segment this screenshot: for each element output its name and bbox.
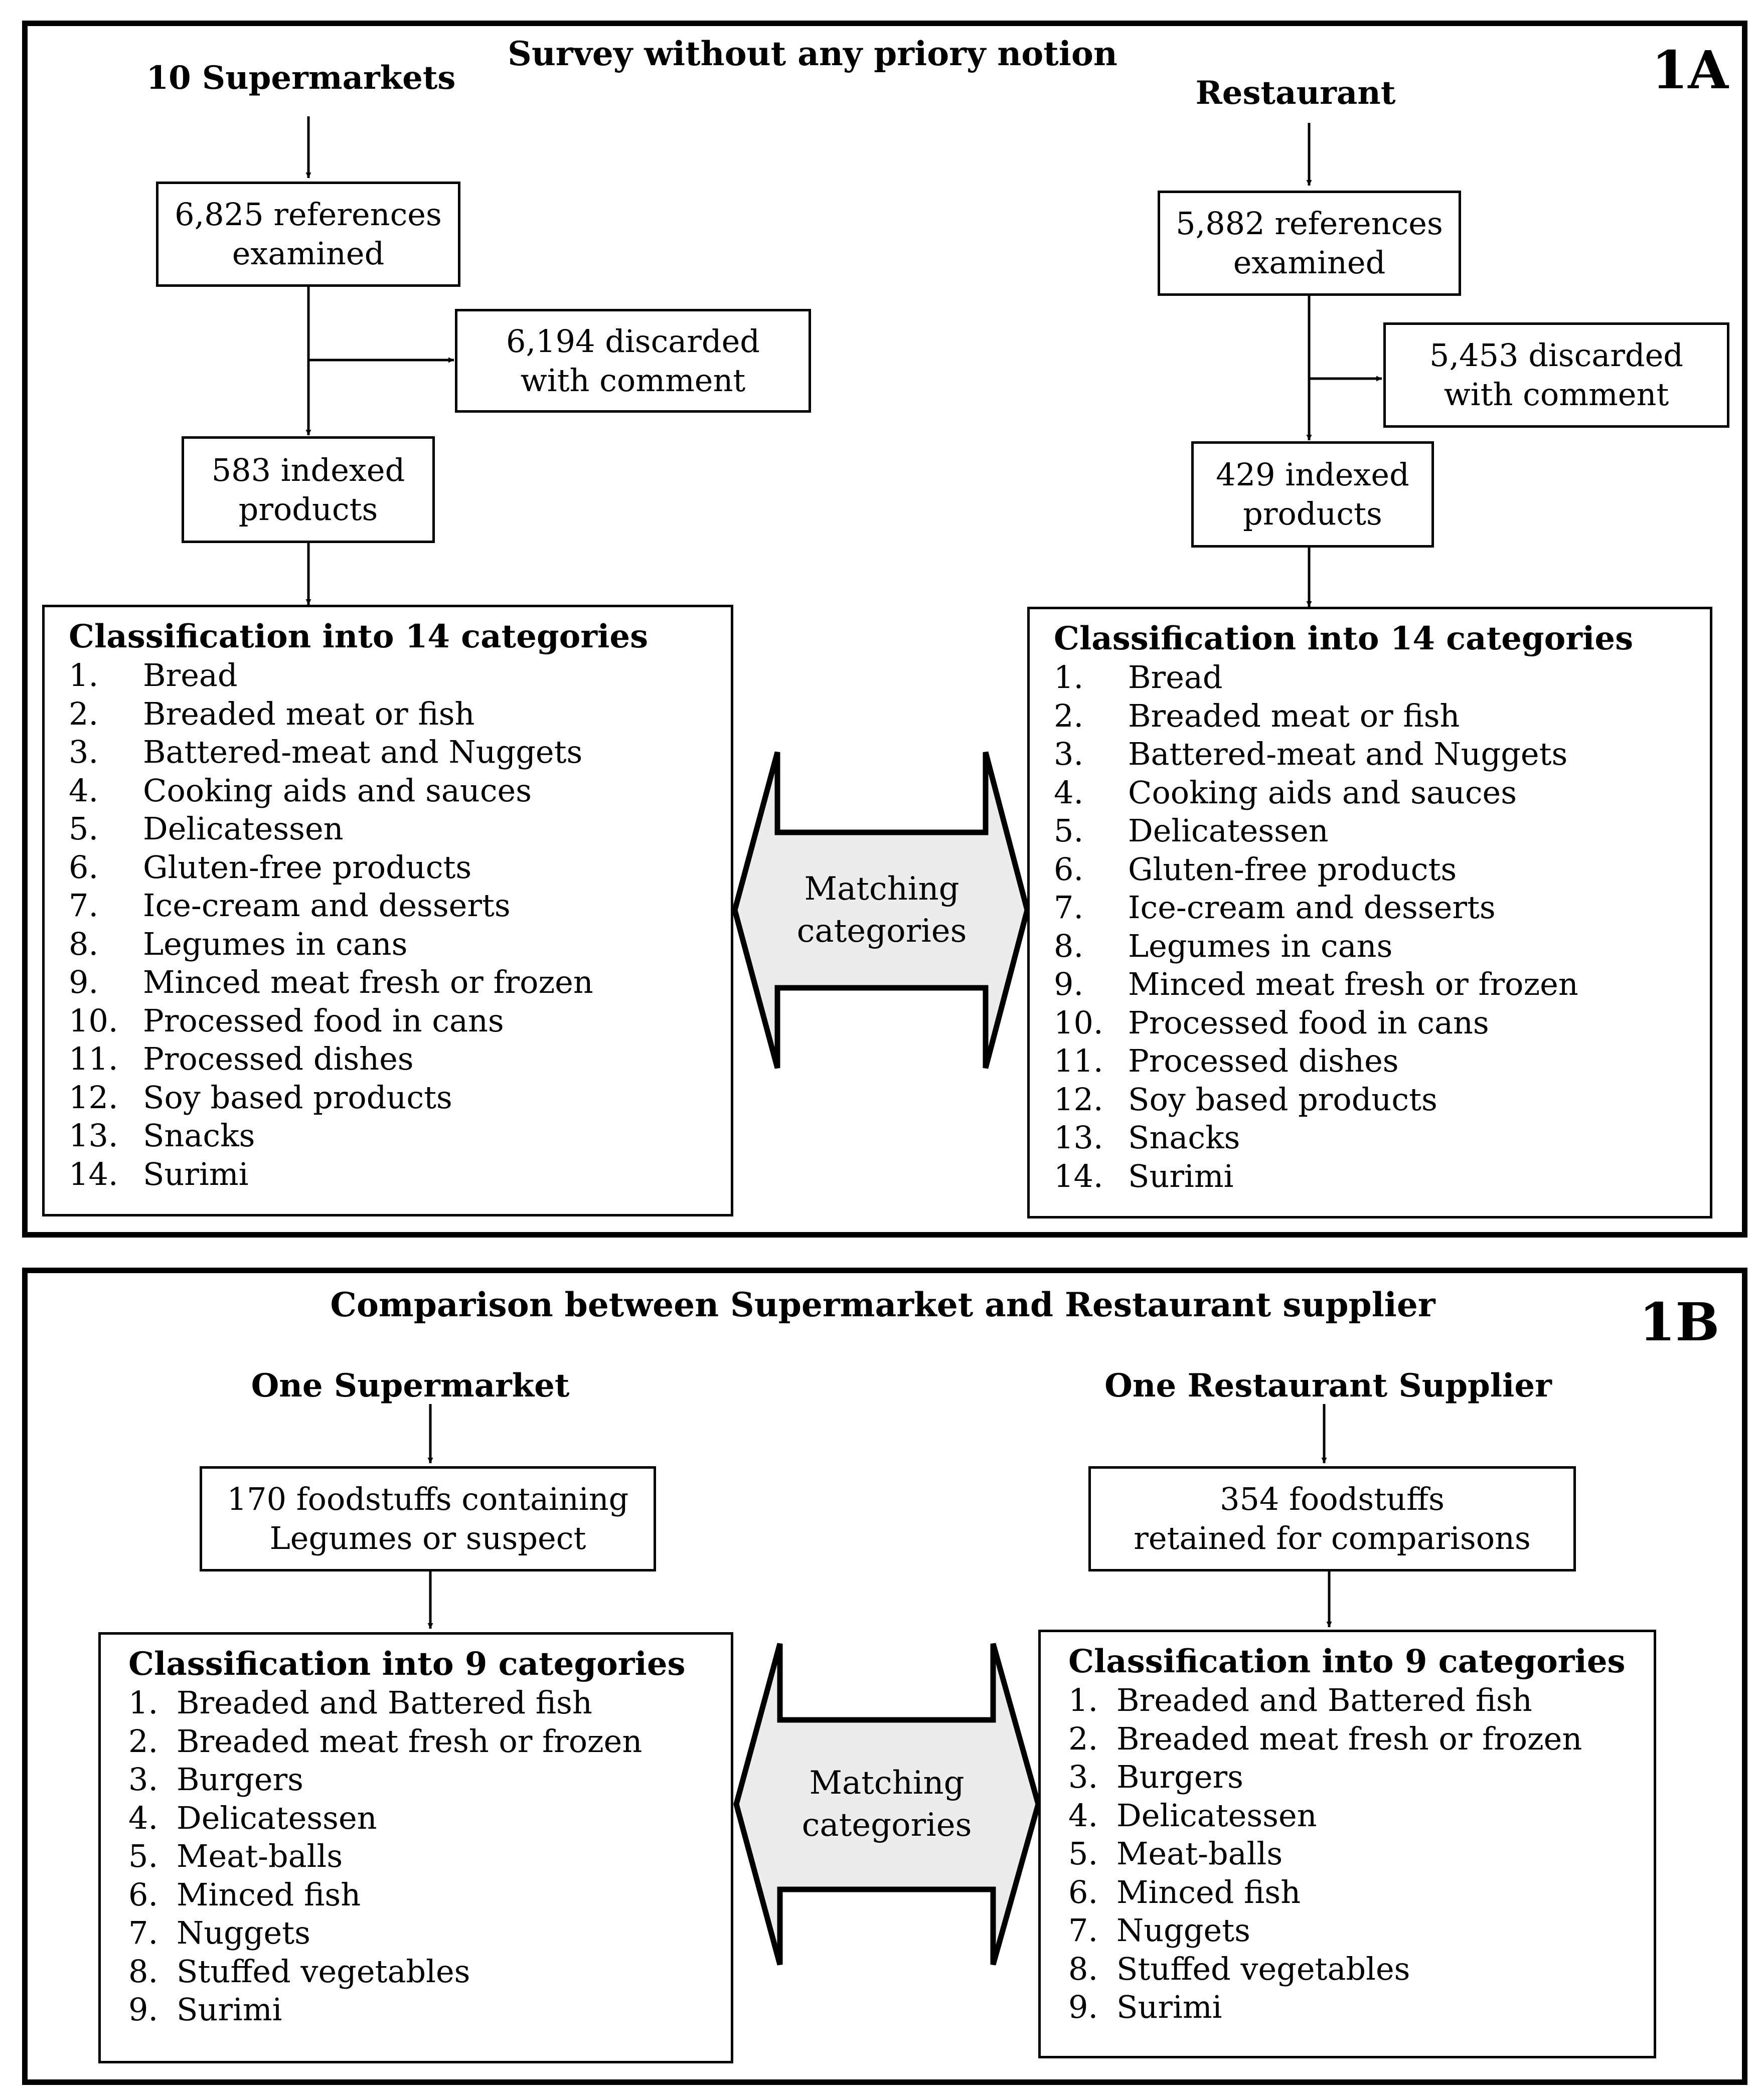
list-item: 5.Meat-balls <box>128 1838 343 1874</box>
list-item: 7.Nuggets <box>128 1914 310 1951</box>
discarded-box-right: 5,453 discarded with comment <box>1383 322 1729 428</box>
list-item: 9.Minced meat fresh or frozen <box>69 964 593 1000</box>
category-list-b-left: Classification into 9 categories 1.Bread… <box>98 1632 733 2063</box>
retained-box-left: 170 foodstuffs containing Legumes or sus… <box>200 1466 656 1571</box>
list-title-a-left: Classification into 14 categories <box>69 618 649 655</box>
list-item: 1.Breaded and Battered fish <box>128 1684 592 1721</box>
list-item: 7.Nuggets <box>1068 1912 1250 1949</box>
retained-right-line2: retained for comparisons <box>1134 1520 1531 1556</box>
matching-label-b: Matching categories <box>802 1762 972 1846</box>
items-b-right: 1.Breaded and Battered fish 2.Breaded me… <box>1068 1681 1654 2027</box>
retained-right-line1: 354 foodstuffs <box>1220 1481 1445 1517</box>
items-a-right: 1.Bread 2.Breaded meat or fish 3.Battere… <box>1054 658 1710 1195</box>
category-list-b-right: Classification into 9 categories 1.Bread… <box>1038 1630 1656 2058</box>
list-item: 6.Minced fish <box>1068 1873 1301 1910</box>
list-item: 8.Legumes in cans <box>69 925 408 962</box>
list-item: 1.Bread <box>69 657 238 693</box>
retained-box-right: 354 foodstuffs retained for comparisons <box>1088 1466 1576 1571</box>
source-supermarkets: 10 Supermarkets <box>146 59 456 97</box>
list-title-b-left: Classification into 9 categories <box>128 1645 686 1683</box>
list-item: 2.Breaded meat fresh or frozen <box>1068 1720 1582 1757</box>
panel-1a <box>22 21 1747 1238</box>
category-list-a-right: Classification into 14 categories 1.Brea… <box>1027 607 1712 1218</box>
list-item: 5.Meat-balls <box>1068 1835 1283 1872</box>
panel-1a-title: Survey without any priory notion <box>508 34 1117 73</box>
list-item: 4.Cooking aids and sauces <box>1054 774 1517 811</box>
examined-box-left: 6,825 references examined <box>156 182 460 287</box>
list-item: 6.Gluten-free products <box>1054 850 1457 888</box>
list-title-b-right: Classification into 9 categories <box>1068 1643 1626 1680</box>
indexed-box-left: 583 indexed products <box>182 436 435 543</box>
matching-a-line2: categories <box>796 913 967 950</box>
examined-left-line2: examined <box>232 235 385 272</box>
source-restaurant: Restaurant <box>1195 74 1396 112</box>
source-one-supermarket: One Supermarket <box>251 1367 570 1405</box>
list-item: 3.Battered-meat and Nuggets <box>69 734 583 770</box>
examined-right-line1: 5,882 references <box>1176 205 1443 242</box>
list-item: 3.Burgers <box>1068 1759 1243 1795</box>
list-item: 7.Ice-cream and desserts <box>69 887 511 924</box>
list-item: 5.Delicatessen <box>1054 812 1329 849</box>
list-item: 7.Ice-cream and desserts <box>1054 889 1496 926</box>
discarded-box-left: 6,194 discarded with comment <box>455 309 811 413</box>
list-item: 1.Breaded and Battered fish <box>1068 1682 1532 1718</box>
list-item: 14.Surimi <box>1054 1157 1234 1194</box>
retained-left-line2: Legumes or suspect <box>269 1520 586 1556</box>
indexed-left-line2: products <box>238 490 378 528</box>
indexed-right-line2: products <box>1243 495 1382 532</box>
list-item: 6.Minced fish <box>128 1876 361 1913</box>
examined-right-line2: examined <box>1233 244 1386 281</box>
list-item: 1.Bread <box>1054 659 1223 695</box>
panel-1b-label: 1B <box>1639 1291 1720 1353</box>
list-item: 12.Soy based products <box>69 1079 452 1116</box>
list-item: 2.Breaded meat or fish <box>1054 697 1460 734</box>
list-item: 10.Processed food in cans <box>69 1002 504 1039</box>
list-item: 3.Battered-meat and Nuggets <box>1054 736 1568 772</box>
matching-a-line1: Matching <box>804 870 959 908</box>
matching-b-line1: Matching <box>809 1765 965 1802</box>
list-item: 11.Processed dishes <box>69 1040 414 1077</box>
matching-label-a: Matching categories <box>797 868 967 952</box>
list-item: 4.Cooking aids and sauces <box>69 772 532 809</box>
list-title-a-right: Classification into 14 categories <box>1054 620 1634 657</box>
retained-left-line1: 170 foodstuffs containing <box>227 1481 629 1517</box>
examined-box-right: 5,882 references examined <box>1158 191 1461 296</box>
panel-1a-label: 1A <box>1652 39 1729 101</box>
list-item: 9.Surimi <box>1068 1989 1222 2025</box>
indexed-right-line1: 429 indexed <box>1216 456 1409 493</box>
list-item: 4.Delicatessen <box>128 1799 377 1836</box>
list-item: 2.Breaded meat fresh or frozen <box>128 1722 643 1760</box>
list-item: 14.Surimi <box>69 1155 249 1192</box>
matching-b-line2: categories <box>802 1807 972 1844</box>
list-item: 5.Delicatessen <box>69 810 344 847</box>
list-item: 4.Delicatessen <box>1068 1797 1317 1834</box>
discarded-left-line1: 6,194 discarded <box>506 322 760 360</box>
list-item: 13.Snacks <box>1054 1119 1240 1156</box>
indexed-box-right: 429 indexed products <box>1191 441 1434 548</box>
panel-1b <box>22 1268 1747 2085</box>
list-item: 10.Processed food in cans <box>1054 1004 1489 1041</box>
list-item: 11.Processed dishes <box>1054 1042 1399 1079</box>
list-item: 9.Minced meat fresh or frozen <box>1054 966 1578 1002</box>
category-list-a-left: Classification into 14 categories 1.Brea… <box>42 605 733 1216</box>
source-one-restaurant-supplier: One Restaurant Supplier <box>1104 1367 1552 1405</box>
list-item: 9.Surimi <box>128 1991 282 2028</box>
examined-left-line1: 6,825 references <box>175 196 442 233</box>
list-item: 6.Gluten-free products <box>69 848 472 886</box>
items-a-left: 1.Bread 2.Breaded meat or fish 3.Battere… <box>69 656 731 1193</box>
panel-1b-title: Comparison between Supermarket and Resta… <box>330 1285 1435 1324</box>
list-item: 3.Burgers <box>128 1761 303 1798</box>
list-item: 2.Breaded meat or fish <box>69 695 475 732</box>
indexed-left-line1: 583 indexed <box>211 451 405 488</box>
list-item: 8.Legumes in cans <box>1054 927 1393 964</box>
list-item: 13.Snacks <box>69 1117 255 1154</box>
list-item: 8.Stuffed vegetables <box>1068 1950 1410 1987</box>
discarded-right-line1: 5,453 discarded <box>1429 337 1683 374</box>
items-b-left: 1.Breaded and Battered fish 2.Breaded me… <box>128 1684 731 2029</box>
discarded-left-line2: with comment <box>520 362 746 399</box>
list-item: 8.Stuffed vegetables <box>128 1953 470 1990</box>
list-item: 12.Soy based products <box>1054 1081 1437 1118</box>
discarded-right-line2: with comment <box>1444 376 1669 413</box>
